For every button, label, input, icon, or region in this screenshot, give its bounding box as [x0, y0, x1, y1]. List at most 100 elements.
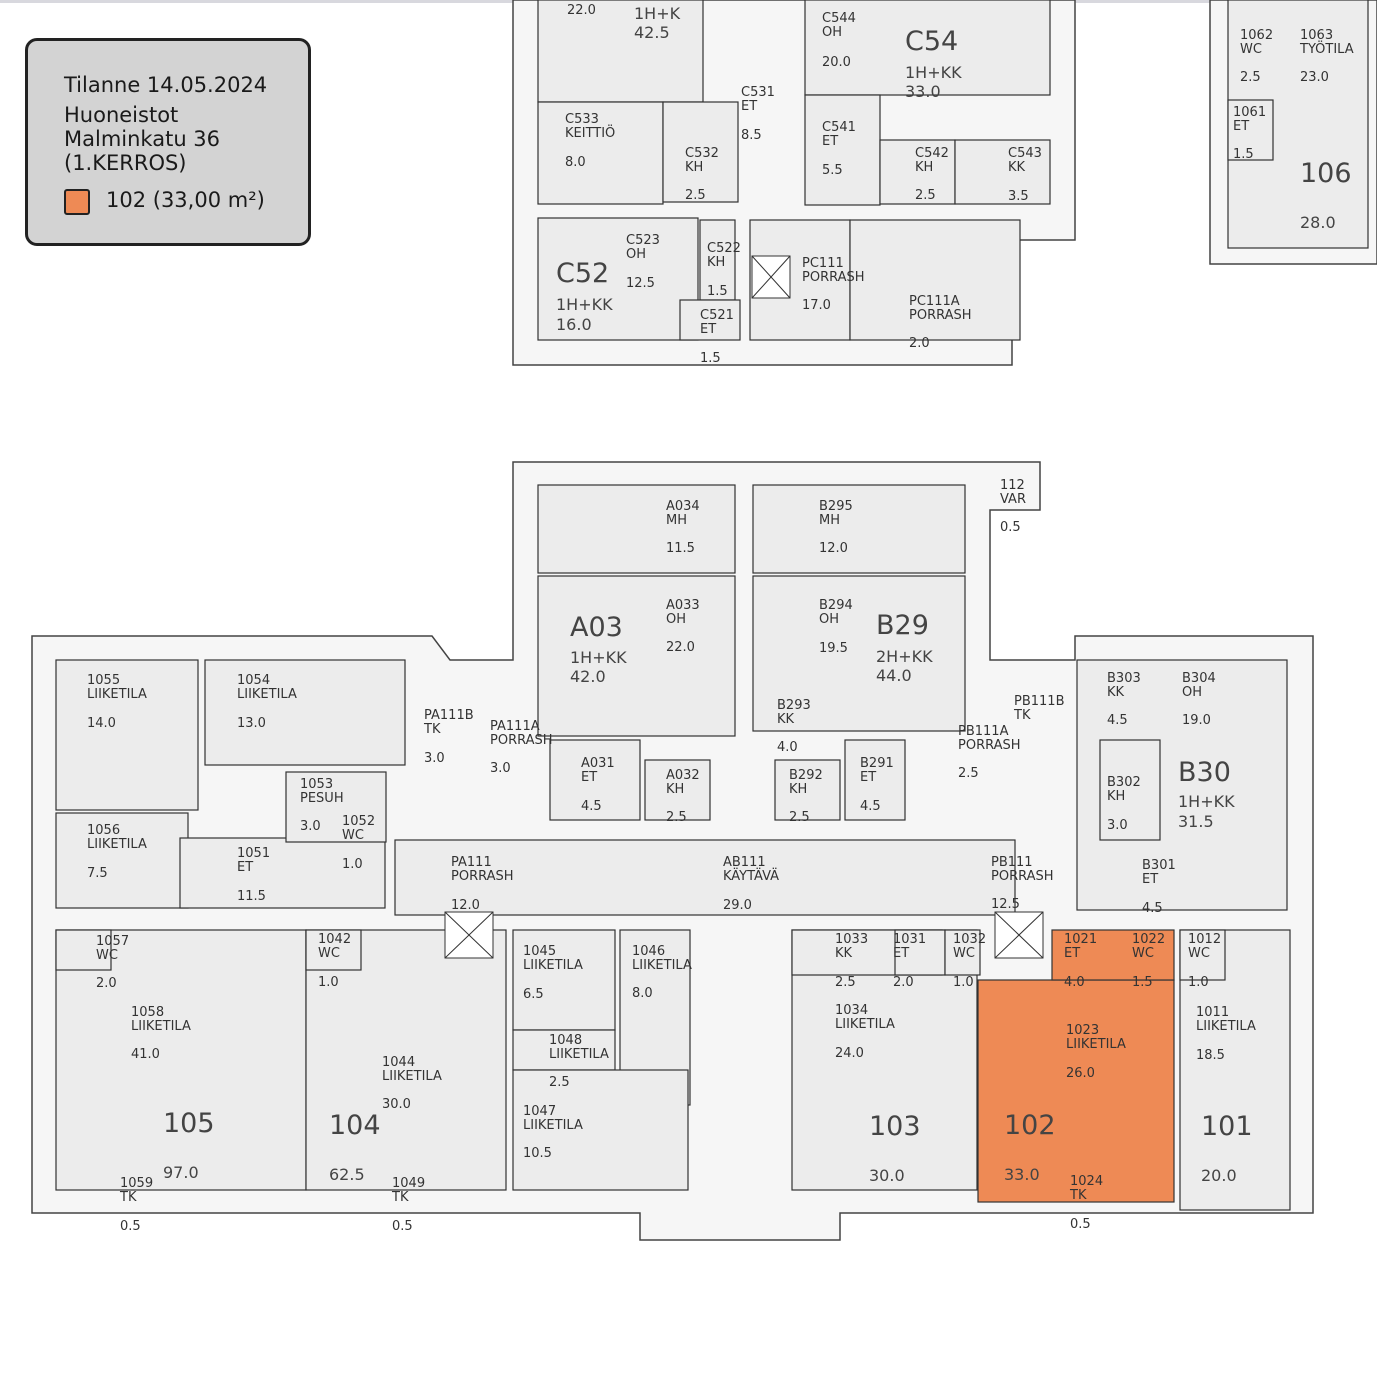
room-area: 4.5 [1142, 901, 1163, 916]
room-area: 2.5 [666, 810, 687, 825]
room-type: OH [626, 247, 646, 262]
room-code: A031 [581, 756, 615, 771]
room-type: WC [953, 946, 975, 961]
unit-number: 103 [869, 1111, 921, 1142]
room-code: PB111 [991, 855, 1033, 870]
room-area: 2.0 [893, 975, 914, 990]
room-area: 2.5 [958, 766, 979, 781]
room-shape [55, 929, 307, 1191]
room-code: B304 [1182, 671, 1216, 686]
room-area: 1.0 [1188, 975, 1209, 990]
room-code: B303 [1107, 671, 1141, 686]
room-shape [537, 0, 704, 103]
unit-area: 16.0 [556, 315, 592, 334]
room-type: PORRASH [451, 869, 514, 884]
room-area: 2.5 [835, 975, 856, 990]
room-area: 23.0 [1300, 70, 1329, 85]
room-type: KH [666, 782, 684, 797]
room-code: 1022 [1132, 932, 1165, 947]
room-area: 12.5 [626, 276, 655, 291]
unit-number: 106 [1300, 158, 1352, 189]
unit-type: 1H+K [634, 4, 681, 23]
room-type: KH [1107, 789, 1125, 804]
room-area: 6.5 [523, 987, 544, 1002]
legend-item-label: 102 (33,00 m²) [106, 188, 265, 212]
room-code: 1058 [131, 1005, 164, 1020]
room-shape [954, 139, 1051, 205]
room-type: ET [1233, 119, 1249, 134]
room-area: 19.5 [819, 641, 848, 656]
unit-type: 1H+KK [1178, 792, 1235, 811]
room-code: 1055 [87, 673, 120, 688]
unit-number: C54 [905, 26, 958, 57]
room-shape [285, 771, 387, 843]
room-area: 30.0 [382, 1097, 411, 1112]
room-type: OH [822, 25, 842, 40]
room-area: 2.5 [1240, 70, 1261, 85]
unit-area: 31.5 [1178, 812, 1214, 831]
room-type: ET [581, 770, 597, 785]
room-type: VAR [1000, 492, 1026, 507]
unit-area: 44.0 [876, 666, 912, 685]
room-area: 19.0 [1182, 713, 1211, 728]
room-type: PORRASH [490, 733, 553, 748]
room-code: C544 [822, 11, 856, 26]
room-shape [774, 759, 841, 821]
room-area: 4.5 [581, 799, 602, 814]
room-type: KK [1107, 685, 1125, 700]
room-code: C523 [626, 233, 660, 248]
room-code: PC111 [802, 256, 844, 271]
room-area: 3.5 [1008, 189, 1029, 204]
legend-color-swatch [64, 189, 90, 215]
room-type: WC [318, 946, 340, 961]
room-code: C522 [707, 241, 741, 256]
room-area: 8.0 [632, 986, 653, 1001]
room-code: 1047 [523, 1104, 556, 1119]
room-type: KH [915, 160, 933, 175]
legend-date: Tilanne 14.05.2024 [64, 73, 268, 97]
room-shape [537, 575, 736, 737]
room-shape [804, 0, 1051, 96]
room-code: C531 [741, 85, 775, 100]
room-type: WC [96, 948, 118, 963]
room-area: 18.5 [1196, 1048, 1225, 1063]
room-area: 41.0 [131, 1047, 160, 1062]
room-area: 2.0 [909, 336, 930, 351]
room-type: LIIKETILA [237, 687, 297, 702]
room-area: 3.0 [1107, 818, 1128, 833]
room-type: KEITTIÖ [565, 124, 615, 141]
room-area: 24.0 [835, 1046, 864, 1061]
legend-address: Malminkatu 36 [64, 127, 221, 151]
room-code: C533 [565, 112, 599, 127]
room-type: MH [819, 513, 840, 528]
room-type: ET [822, 134, 838, 149]
room-code: C543 [1008, 146, 1042, 161]
room-area: 7.5 [87, 866, 108, 881]
room-shape [1099, 739, 1161, 841]
room-code: 1057 [96, 934, 129, 949]
room-area: 5.5 [822, 163, 843, 178]
highlighted-unit-102[interactable] [1051, 929, 1175, 981]
unit-type: 1H+KK [570, 648, 627, 667]
room-shape [894, 929, 946, 976]
unit-area: 97.0 [163, 1163, 199, 1182]
room-type: ET [860, 770, 876, 785]
room-type: LIIKETILA [87, 687, 147, 702]
unit-number: 101 [1201, 1111, 1253, 1142]
room-code: 1012 [1188, 932, 1221, 947]
room-code: 1021 [1064, 932, 1097, 947]
room-shape [55, 659, 199, 811]
room-type: TK [119, 1190, 137, 1205]
room-type: LIIKETILA [382, 1069, 442, 1084]
room-type: KK [1008, 160, 1026, 175]
room-type: ET [1142, 872, 1158, 887]
highlighted-unit-102[interactable] [977, 979, 1175, 1203]
room-area: 0.5 [1000, 520, 1021, 535]
unit-type: 1H+KK [556, 295, 613, 314]
room-type: LIIKETILA [87, 837, 147, 852]
room-type: LIIKETILA [835, 1017, 895, 1032]
room-type: LIIKETILA [131, 1019, 191, 1034]
room-area: 4.5 [1107, 713, 1128, 728]
room-code: 1056 [87, 823, 120, 838]
room-code: PB111B [1014, 694, 1065, 709]
